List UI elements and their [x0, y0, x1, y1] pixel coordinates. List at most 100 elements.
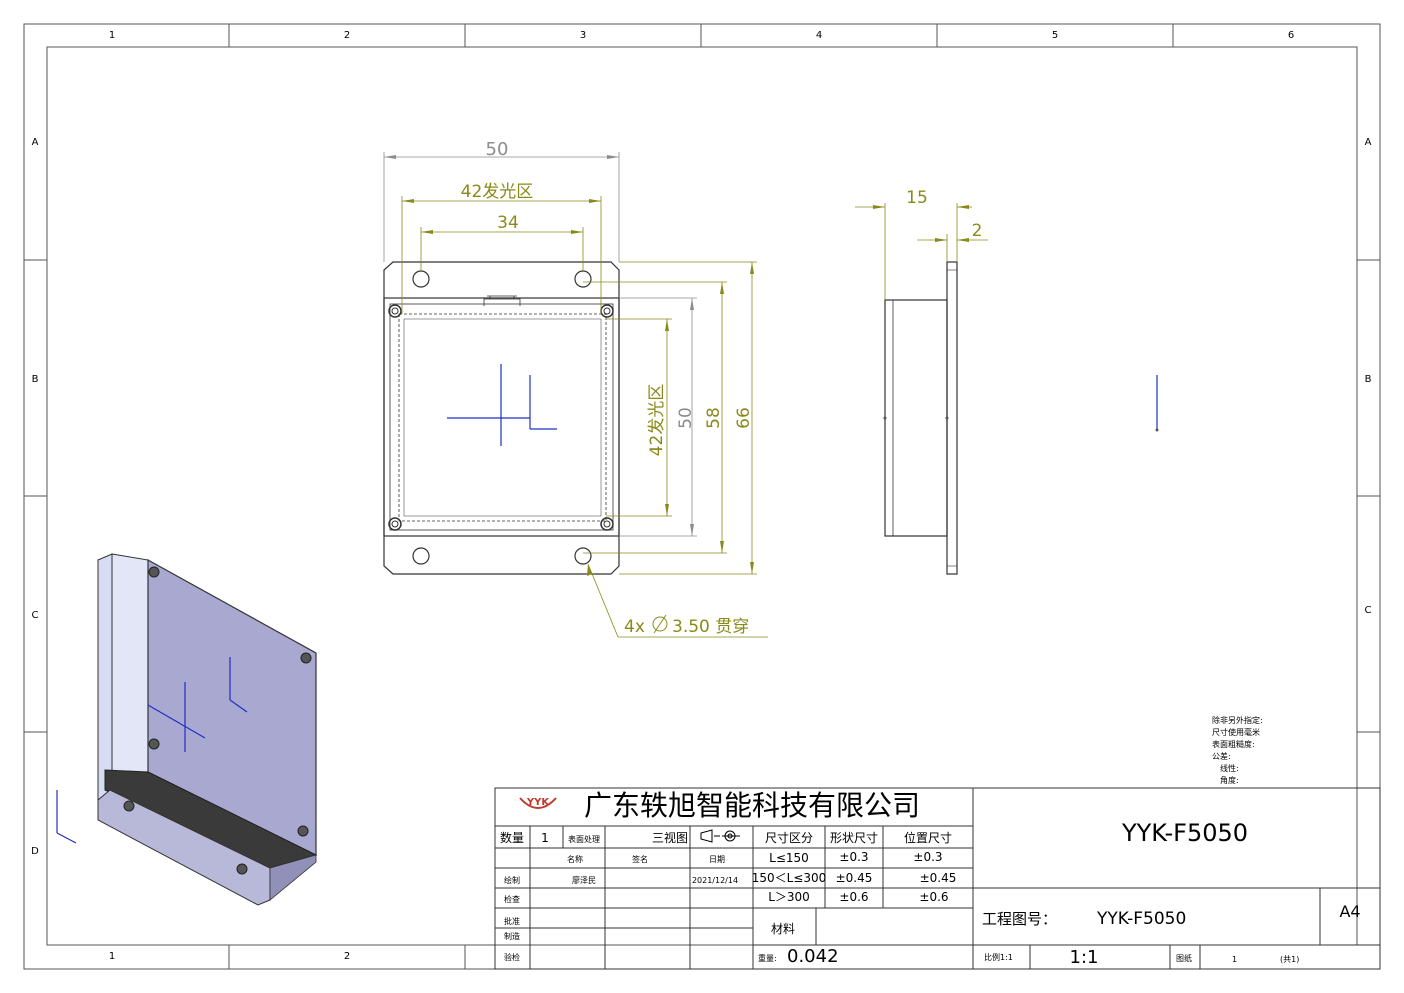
paper-size: A4	[1339, 902, 1360, 921]
zone-row-d: D	[31, 846, 39, 857]
mount-hole-top-right	[574, 270, 592, 288]
company-name: 广东轶旭智能科技有限公司	[584, 789, 920, 822]
front-dims-vertical: 42发光区 50 58 66	[583, 261, 757, 575]
dim-emit-width: 42发光区	[461, 182, 534, 202]
front-axis-sketch	[447, 364, 557, 446]
mount-hole-bottom-left	[412, 547, 430, 565]
draw-date: 2021/12/14	[692, 876, 738, 885]
note-line-3: 表面粗糙度:	[1212, 739, 1255, 749]
zone-row-c: C	[32, 610, 39, 621]
qty-label: 数量	[500, 830, 524, 845]
tol-row1-range: L≤150	[769, 851, 809, 865]
corner-screws	[388, 304, 614, 531]
dim-overall-width: 50	[486, 139, 509, 160]
dim-overall-height: 66	[734, 407, 754, 429]
svg-text:YYK: YYK	[526, 797, 550, 808]
zone-row-a-right: A	[1365, 137, 1372, 148]
zone-col-4: 4	[816, 30, 822, 41]
zone-row-c-right: C	[1365, 605, 1372, 616]
tol-header-form: 形状尺寸	[830, 831, 878, 845]
sheet-label: 图纸	[1176, 953, 1192, 963]
dim-hole-spacing: 34	[497, 213, 519, 233]
views-label: 三视图	[652, 830, 688, 845]
zone-col-1: 1	[109, 30, 115, 41]
title-block: YYK 广东轶旭智能科技有限公司 YYK-F5050 数量 1 表面处理 三视图…	[494, 787, 1381, 970]
tol-row2-range: 150＜L≤300	[752, 871, 827, 885]
tol-row3-range: L＞300	[768, 890, 810, 904]
company-logo: YYK	[519, 797, 557, 809]
side-view: 15 2	[855, 188, 988, 575]
sign-label: 签名	[632, 854, 648, 864]
zone-col-2: 2	[344, 30, 350, 41]
weight-label: 重量:	[758, 953, 777, 963]
side-body	[884, 299, 948, 537]
front-connector-mark	[483, 295, 521, 306]
drawer-name: 廖泽民	[572, 875, 596, 885]
inspect-label: 验检	[504, 952, 520, 962]
project-value: YYK-F5050	[1096, 909, 1186, 929]
tol-row2-form: ±0.45	[836, 871, 873, 885]
tol-row1-form: ±0.3	[839, 850, 868, 864]
project-label: 工程图号：	[982, 910, 1057, 928]
dim-hole-vertical: 58	[704, 407, 724, 429]
drawing-title: YYK-F5050	[1121, 819, 1248, 847]
surface-label: 表面处理	[568, 834, 600, 844]
note-line-6: 角度:	[1220, 775, 1239, 785]
tol-row2-pos: ±0.45	[920, 871, 957, 885]
front-housing-outline	[383, 297, 620, 537]
zone-labels-bottom: 1 2	[109, 951, 350, 962]
iso-screws	[123, 566, 312, 875]
diameter-icon	[652, 616, 668, 632]
zone-col-2-bottom: 2	[344, 951, 350, 962]
dim-inner-height: 50	[676, 407, 696, 429]
note-line-2: 尺寸使用毫米	[1212, 727, 1260, 737]
iso-axis-sketch	[147, 657, 248, 752]
front-view: 50 42发光区 34 42发光区	[383, 139, 768, 638]
hole-callout-value: 3.50 贯穿	[672, 617, 749, 637]
dim-emit-height: 42发光区	[647, 384, 667, 457]
dim-flange: 2	[972, 221, 983, 241]
sketch-mark-right	[1155, 375, 1159, 432]
zone-row-b: B	[32, 374, 39, 385]
tol-header-pos: 位置尺寸	[904, 830, 952, 845]
hole-callout-count: 4x	[624, 617, 645, 637]
scale-label: 比例1:1	[984, 952, 1013, 962]
name-label: 名称	[567, 854, 583, 864]
zone-labels-left: A B C D	[31, 137, 39, 857]
note-line-1: 除非另外指定:	[1212, 715, 1263, 725]
zone-col-5: 5	[1052, 30, 1058, 41]
dim-depth: 15	[906, 188, 928, 208]
zone-row-a: A	[32, 137, 39, 148]
sheet-total: (共1)	[1280, 955, 1299, 964]
mount-hole-top-left	[412, 270, 430, 288]
zone-labels-top: 1 2 3 4 5 6	[109, 30, 1294, 41]
hole-callout: 4x 3.50 贯穿	[587, 563, 768, 638]
scale-value: 1:1	[1070, 947, 1099, 968]
draw-label: 绘制	[504, 875, 520, 885]
check-label: 检查	[504, 894, 520, 904]
material-label: 材料	[771, 922, 795, 936]
weight-value: 0.042	[787, 946, 839, 967]
axis-triad	[56, 790, 77, 844]
projection-symbol-icon	[700, 829, 740, 843]
front-window	[403, 318, 602, 517]
zone-col-6: 6	[1288, 30, 1294, 41]
front-emitting-area	[398, 313, 607, 522]
tol-row3-form: ±0.6	[839, 890, 868, 904]
mount-hole-bottom-right	[574, 547, 592, 565]
zone-col-1-bottom: 1	[109, 951, 115, 962]
side-dims: 15 2	[855, 188, 988, 300]
front-dims-horizontal: 50 42发光区 34	[383, 139, 620, 314]
front-housing-inner	[389, 303, 614, 531]
qty-value: 1	[541, 831, 549, 845]
make-label: 制造	[504, 931, 520, 941]
note-line-5: 线性:	[1220, 763, 1239, 773]
tol-header-range: 尺寸区分	[765, 831, 813, 845]
tol-row1-pos: ±0.3	[913, 850, 942, 864]
note-line-4: 公差:	[1212, 751, 1231, 761]
isometric-view	[97, 553, 318, 906]
date-label: 日期	[709, 855, 725, 864]
zone-labels-right: A B C	[1365, 137, 1372, 616]
notes-block: 除非另外指定: 尺寸使用毫米 表面粗糙度: 公差: 线性: 角度:	[1212, 715, 1263, 785]
